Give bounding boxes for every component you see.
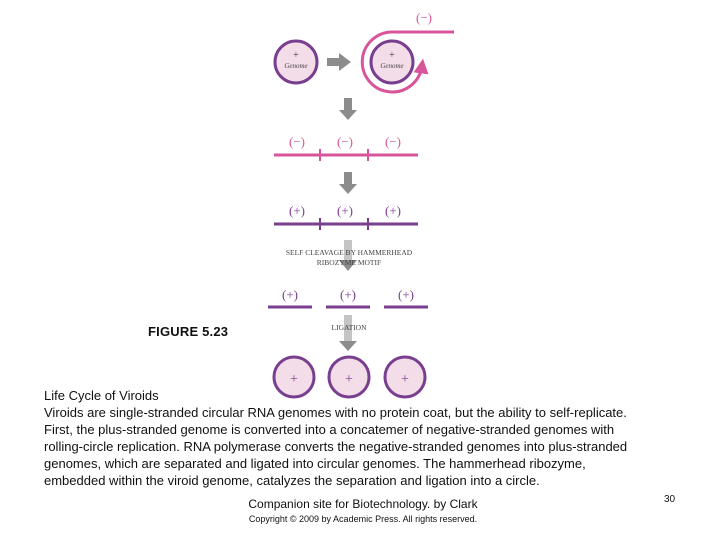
caption-line: rolling-circle replication. RNA polymera…	[44, 439, 628, 454]
minus-label: (−)	[416, 10, 432, 25]
companion-site-text: Companion site for Biotechnology. by Cla…	[0, 497, 720, 511]
slide-number: 30	[664, 494, 676, 505]
down-arrow	[339, 172, 357, 194]
caption-line: embedded within the viroid genome, catal…	[44, 473, 540, 488]
plus-genome-circle: + Genome	[273, 39, 319, 85]
figure-caption: Life Cycle of Viroids Viroids are single…	[44, 387, 694, 489]
down-arrow	[339, 315, 357, 351]
plus-label: (+)	[340, 287, 356, 302]
down-arrow	[339, 98, 357, 120]
positive-concatemer: (+) (+) (+)	[274, 203, 418, 230]
genome-label: Genome	[380, 62, 403, 70]
caption-title: Life Cycle of Viroids	[44, 388, 159, 403]
plus-sign: +	[401, 372, 409, 387]
genome-label: Genome	[284, 62, 307, 70]
negative-concatemer: (−) (−) (−)	[274, 134, 418, 161]
plus-sign: +	[290, 372, 298, 387]
copyright-line: Copyright © 2009 by Academic Press. All …	[248, 514, 478, 524]
caption-line: First, the plus-stranded genome is conve…	[44, 422, 615, 437]
plus-label: (+)	[398, 287, 414, 302]
plus-sign: +	[293, 50, 299, 61]
plus-label: (+)	[385, 203, 401, 218]
ligation-label: LIGATION	[332, 323, 368, 332]
caption-line: genomes, which are separated and ligated…	[44, 456, 586, 471]
cleavage-label-line1: SELF CLEAVAGE BY HAMMERHEAD	[286, 248, 413, 257]
minus-label: (−)	[385, 134, 401, 149]
plus-label: (+)	[282, 287, 298, 302]
figure-label: FIGURE 5.23	[148, 324, 229, 339]
minus-label: (−)	[289, 134, 305, 149]
viroid-life-cycle-figure: + Genome + Genome (−) (−) (−) (−) (+) (+	[268, 10, 454, 399]
separated-genomes: (+) (+) (+)	[268, 287, 428, 309]
right-arrow	[327, 53, 351, 71]
circular-genomes: + + +	[272, 355, 427, 399]
plus-sign: +	[389, 50, 395, 61]
cleavage-label-line2: RIBOZYME MOTIF	[317, 258, 381, 267]
minus-strand-spiral	[360, 30, 454, 94]
companion-text: Companion site for Biotechnology. by Cla…	[248, 497, 478, 511]
rolling-circle-genome: + Genome (−)	[360, 10, 454, 94]
plus-sign: +	[345, 372, 353, 387]
plus-label: (+)	[289, 203, 305, 218]
down-arrow	[339, 240, 357, 271]
minus-label: (−)	[337, 134, 353, 149]
caption-line: Viroids are single-stranded circular RNA…	[44, 405, 627, 420]
copyright-text: Copyright © 2009 by Academic Press. All …	[0, 514, 720, 524]
plus-label: (+)	[337, 203, 353, 218]
